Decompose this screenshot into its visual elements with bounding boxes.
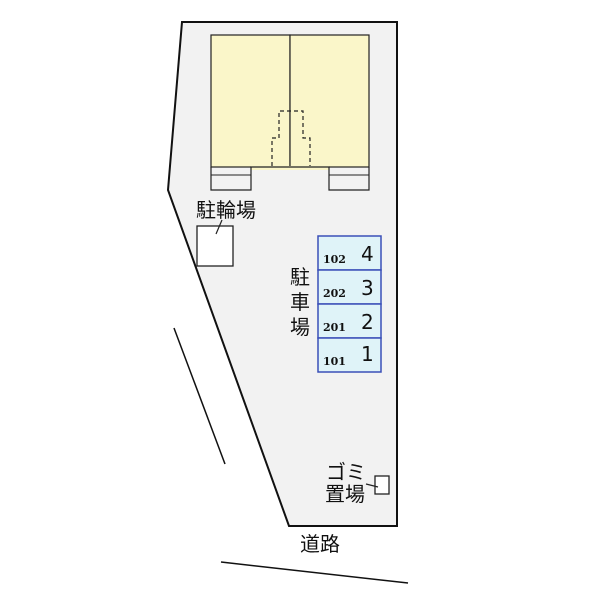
stall-room-number: 102 [323, 253, 346, 266]
parking-lot-char-3: 場 [290, 315, 310, 339]
bicycle-parking-leader [215, 219, 223, 235]
parking-stalls [317, 235, 382, 373]
road-edge-bottom [220, 561, 409, 584]
stall-room-number: 101 [323, 355, 346, 368]
parking-stall-101 [317, 337, 382, 373]
stair-dashed [271, 110, 311, 166]
garbage-box [374, 475, 390, 495]
building-unit-left [210, 34, 291, 168]
stall-number: 1 [361, 342, 374, 366]
road-edge-diagonal [173, 327, 226, 465]
parking-lot-char-2: 車 [290, 290, 310, 314]
entrance-outline [210, 166, 370, 191]
stall-number: 4 [361, 242, 374, 266]
stall-room-number: 202 [323, 287, 346, 300]
stall-number: 3 [361, 276, 374, 300]
bicycle-parking-label: 駐輪場 [196, 198, 256, 222]
garbage-label-line-2: 置場 [325, 482, 365, 506]
bicycle-parking-box [196, 225, 234, 267]
parking-lot-label: 駐 車 場 [288, 265, 312, 340]
entrance-recess [251, 166, 329, 170]
building [210, 34, 370, 191]
building-unit-right [289, 34, 370, 168]
parking-lot-char-1: 駐 [290, 265, 310, 289]
stall-number: 2 [361, 310, 374, 334]
garbage-leader [365, 483, 379, 488]
road-label: 道路 [300, 532, 340, 556]
garbage-label-line-1: ゴミ [326, 460, 366, 484]
stall-room-number: 201 [323, 321, 346, 334]
parking-stall-201 [317, 303, 382, 339]
